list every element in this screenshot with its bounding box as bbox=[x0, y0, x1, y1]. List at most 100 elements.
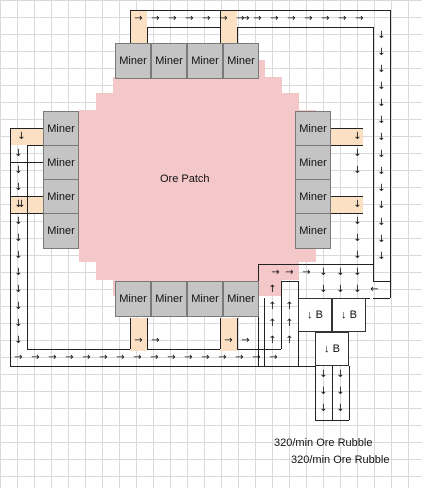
belt-arrow-down: ↓ bbox=[336, 284, 345, 295]
miner-11: Miner bbox=[43, 179, 79, 215]
belt-edge bbox=[220, 10, 221, 43]
belt-arrow-right: → bbox=[224, 335, 233, 346]
belt-edge bbox=[147, 318, 148, 349]
belt-arrow-down: ↓ bbox=[336, 386, 345, 397]
belt-arrow-down: ↓ bbox=[14, 267, 23, 278]
belt-arrow-down: ↓ bbox=[353, 131, 362, 142]
belt-arrow-down: ↓ bbox=[353, 216, 362, 227]
miner-13: Miner bbox=[295, 111, 331, 147]
belt-edge bbox=[10, 128, 11, 366]
belt-arrow-down: ↓ bbox=[14, 301, 23, 312]
belt-arrow-right: → bbox=[65, 352, 74, 363]
belt-arrow-right: → bbox=[304, 13, 313, 24]
belt-arrow-down: ↓ bbox=[319, 369, 328, 380]
belt-edge bbox=[330, 196, 363, 197]
miner-2: Miner bbox=[151, 43, 187, 79]
belt-edge bbox=[220, 318, 221, 349]
belt-arrow-down: ↓ bbox=[17, 199, 26, 210]
belt-arrow-right: → bbox=[151, 13, 160, 24]
belt-arrow-down: ↓ bbox=[319, 386, 328, 397]
miner-4: Miner bbox=[223, 43, 259, 79]
output-label-right: 320/min Ore Rubble bbox=[291, 454, 390, 466]
belt-arrow-down: ↓ bbox=[377, 47, 386, 58]
belt-edge bbox=[147, 349, 220, 350]
belt-edge bbox=[147, 27, 148, 43]
belt-arrow-up: ↑ bbox=[285, 301, 294, 312]
belt-arrow-down: ↓ bbox=[353, 267, 362, 278]
belt-arrow-down: ↓ bbox=[319, 284, 328, 295]
belt-arrow-down: ↓ bbox=[353, 148, 362, 159]
belt-arrow-right: → bbox=[287, 13, 296, 24]
belt-arrow-up: ↑ bbox=[268, 284, 277, 295]
belt-edge bbox=[10, 162, 43, 163]
ore-patch-region bbox=[79, 110, 316, 262]
miner-feed-lane bbox=[10, 196, 43, 213]
belt-edge bbox=[10, 213, 43, 214]
belt-arrow-up: ↑ bbox=[268, 335, 277, 346]
belt-arrow-right: → bbox=[116, 352, 125, 363]
belt-arrow-right: → bbox=[241, 13, 250, 24]
belt-edge bbox=[10, 196, 43, 197]
belt-edge bbox=[373, 281, 390, 282]
belt-arrow-down: ↓ bbox=[14, 199, 23, 210]
belt-arrow-down: ↓ bbox=[377, 251, 386, 262]
belt-arrow-down: ↓ bbox=[14, 216, 23, 227]
belt-arrow-down: ↓ bbox=[377, 64, 386, 75]
belt-arrow-down: ↓ bbox=[14, 182, 23, 193]
belt-edge bbox=[258, 298, 259, 366]
miner-5: Miner bbox=[115, 281, 151, 317]
belt-arrow-down: ↓ bbox=[14, 318, 23, 329]
belt-arrow-right: → bbox=[133, 352, 142, 363]
belt-arrow-right: → bbox=[185, 13, 194, 24]
belt-arrow-right: → bbox=[167, 352, 176, 363]
belt-edge bbox=[315, 420, 349, 421]
miner-feed-lane bbox=[130, 10, 147, 43]
belt-arrow-right: → bbox=[134, 13, 143, 24]
belt-edge bbox=[264, 298, 265, 366]
belt-arrow-right: → bbox=[48, 352, 57, 363]
belt-edge bbox=[237, 349, 281, 350]
miner-15: Miner bbox=[295, 179, 331, 215]
belt-arrow-down: ↓ bbox=[353, 165, 362, 176]
miner-12: Miner bbox=[43, 213, 79, 249]
belt-arrow-right: → bbox=[355, 13, 364, 24]
miner-feed-lane bbox=[330, 128, 363, 145]
belt-arrow-right: → bbox=[235, 352, 244, 363]
belt-edge bbox=[10, 128, 43, 129]
belt-arrow-down: ↓ bbox=[377, 132, 386, 143]
belt-edge bbox=[147, 27, 220, 28]
belt-arrow-up: ↑ bbox=[285, 318, 294, 329]
miner-7: Miner bbox=[187, 281, 223, 317]
belt-arrow-down: ↓ bbox=[319, 403, 328, 414]
belt-arrow-down: ↓ bbox=[377, 115, 386, 126]
belt-edge bbox=[258, 264, 373, 265]
miner-3: Miner bbox=[187, 43, 223, 79]
belt-arrow-down: ↓ bbox=[319, 267, 328, 278]
belt-arrow-down: ↓ bbox=[336, 267, 345, 278]
miner-14: Miner bbox=[295, 145, 331, 181]
belt-edge bbox=[349, 366, 350, 420]
belt-arrow-right: → bbox=[236, 13, 245, 24]
belt-arrow-up: ↑ bbox=[268, 318, 277, 329]
belt-edge bbox=[373, 27, 374, 281]
belt-arrow-down: ↓ bbox=[14, 284, 23, 295]
miner-6: Miner bbox=[151, 281, 187, 317]
belt-arrow-down: ↓ bbox=[14, 233, 23, 244]
belt-arrow-right: → bbox=[168, 13, 177, 24]
belt-edge bbox=[373, 298, 390, 299]
belt-arrow-right: → bbox=[82, 352, 91, 363]
belt-arrow-right: → bbox=[241, 335, 250, 346]
belt-arrow-right: → bbox=[269, 352, 278, 363]
belt-arrow-down: ↓ bbox=[377, 30, 386, 41]
belt-arrow-right: → bbox=[14, 352, 23, 363]
belt-arrow-down: ↓ bbox=[377, 149, 386, 160]
belt-edge bbox=[27, 145, 43, 146]
belt-arrow-down: ↓ bbox=[377, 183, 386, 194]
miner-feed-lane bbox=[10, 128, 43, 145]
belt-arrow-down: ↓ bbox=[17, 131, 26, 142]
belt-arrow-right: → bbox=[218, 352, 227, 363]
belt-edge bbox=[237, 27, 238, 43]
belt-arrow-down: ↓ bbox=[353, 250, 362, 261]
belt-edge bbox=[298, 366, 315, 367]
